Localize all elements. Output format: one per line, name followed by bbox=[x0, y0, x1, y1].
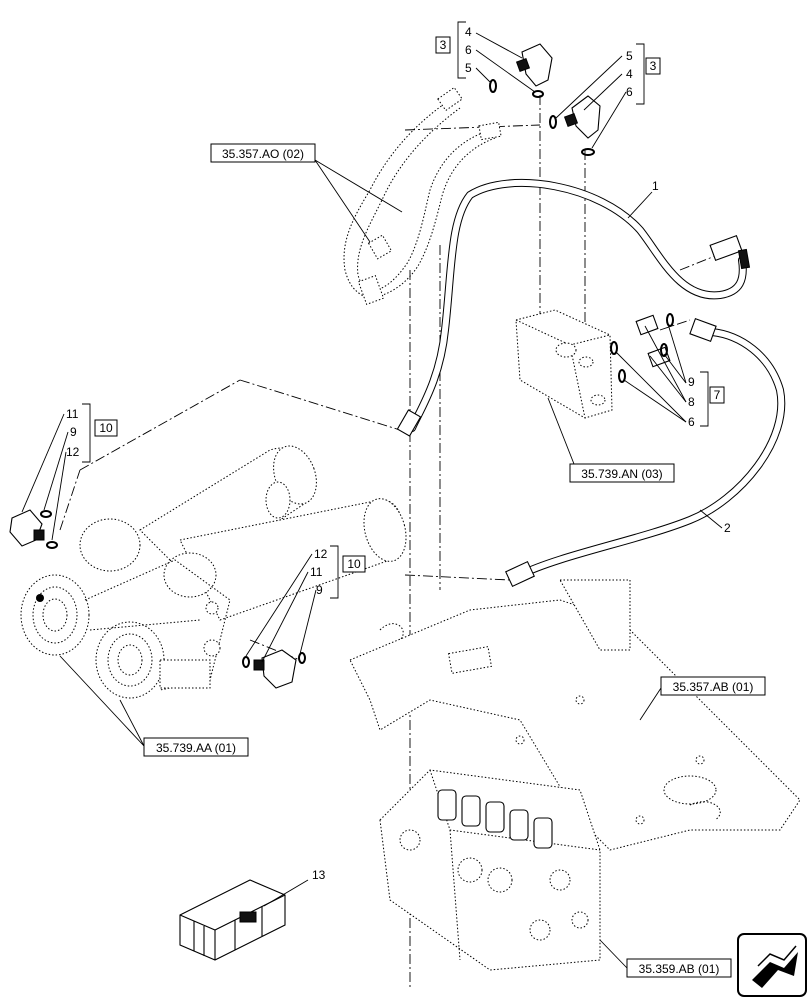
item-number: 13 bbox=[312, 868, 326, 882]
kit-bracket-7: 7 9 8 6 bbox=[615, 323, 725, 429]
item-number: 1 bbox=[652, 179, 659, 193]
frame-plate bbox=[349, 579, 801, 851]
kit-label: 3 bbox=[440, 38, 447, 52]
hose-1: 1 bbox=[396, 178, 751, 437]
valve-block bbox=[515, 309, 674, 419]
upper-tube-assembly bbox=[343, 86, 502, 305]
item-number: 6 bbox=[465, 43, 472, 57]
item-number: 9 bbox=[688, 375, 695, 389]
ref-valve-block: 35.739.AN (03) bbox=[547, 397, 675, 483]
item-number: 9 bbox=[70, 425, 77, 439]
item-number: 6 bbox=[688, 415, 695, 429]
ref-control-valve: 35.359.AB (01) bbox=[599, 939, 732, 978]
item-number: 5 bbox=[626, 49, 633, 63]
item-number: 12 bbox=[66, 445, 80, 459]
item-number: 11 bbox=[66, 407, 79, 421]
reference-label: 35.357.AB (01) bbox=[673, 680, 754, 694]
kit-crate: 13 bbox=[179, 868, 326, 961]
kit-bracket-3-right: 3 5 4 6 bbox=[555, 43, 661, 149]
reference-label: 35.739.AN (03) bbox=[581, 467, 662, 481]
kit-label: 10 bbox=[347, 557, 361, 571]
item-number: 12 bbox=[314, 547, 328, 561]
ref-hydraulic-lines: 35.357.AO (02) bbox=[210, 143, 403, 243]
kit-bracket-10-mid: 10 12 11 9 bbox=[245, 545, 366, 663]
kit-bracket-3-left: 3 4 6 5 bbox=[435, 21, 536, 93]
reference-label: 35.357.AO (02) bbox=[222, 147, 304, 161]
reference-label: 35.359.AB (01) bbox=[639, 962, 720, 976]
kit-label: 10 bbox=[99, 421, 113, 435]
cylinder-assembly bbox=[20, 445, 407, 699]
elbow-fitting-cylinder-left bbox=[9, 509, 58, 549]
elbow-fitting-right bbox=[549, 95, 601, 156]
item-number: 4 bbox=[465, 25, 472, 39]
item-number: 4 bbox=[626, 67, 633, 81]
ref-frame: 35.357.AB (01) bbox=[639, 676, 766, 721]
elbow-fitting-left bbox=[489, 43, 553, 98]
reference-label: 35.739.AA (01) bbox=[156, 741, 236, 755]
pivot-disc-left bbox=[20, 574, 90, 656]
item-number: 11 bbox=[310, 565, 323, 579]
next-page-arrow-icon[interactable] bbox=[737, 933, 807, 997]
kit-bracket-10-left: 10 11 9 12 bbox=[21, 403, 118, 541]
ref-cylinders: 35.739.AA (01) bbox=[59, 655, 249, 757]
item-number: 9 bbox=[316, 583, 323, 597]
kit-label: 7 bbox=[714, 388, 721, 402]
control-valve bbox=[379, 769, 601, 971]
elbow-fitting-cylinder-mid bbox=[242, 649, 306, 689]
hose-2: 2 bbox=[505, 318, 786, 588]
valve-spools bbox=[437, 789, 553, 849]
item-number: 8 bbox=[688, 395, 695, 409]
kit-label: 3 bbox=[650, 59, 657, 73]
pivot-disc-right bbox=[95, 621, 165, 699]
item-number: 6 bbox=[626, 85, 633, 99]
item-number: 2 bbox=[724, 521, 731, 535]
item-number: 5 bbox=[465, 61, 472, 75]
